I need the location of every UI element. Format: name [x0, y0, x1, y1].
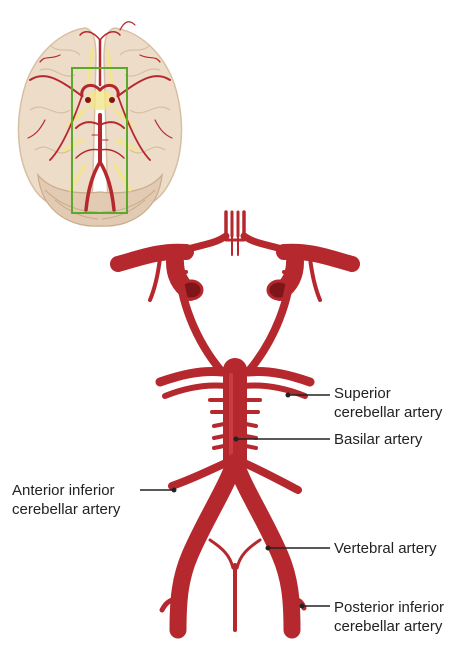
thumbnail-arteries: [27, 21, 173, 212]
brain-thumbnail: [17, 21, 183, 227]
label-line: Superior: [334, 385, 391, 402]
label-line: Posterior inferior: [334, 599, 445, 616]
leader-lines: [140, 394, 330, 607]
right-hemisphere: [103, 27, 183, 212]
label-line: cerebellar artery: [334, 404, 443, 421]
label-basilar-artery: Basilar artery: [334, 430, 422, 449]
vertebral-arteries: [169, 453, 301, 639]
dot-basilar: [233, 436, 239, 442]
dot-vertebral: [265, 545, 271, 551]
label-line: cerebellar artery: [334, 618, 443, 635]
label-anterior-inferior-cerebellar-artery: Anterior inferior cerebellar artery: [12, 481, 120, 519]
leader-dots: [171, 392, 305, 609]
thumb-carotid-right: [109, 97, 115, 103]
label-superior-cerebellar-artery: Superior cerebellar artery: [334, 384, 442, 422]
label-line: Anterior inferior: [12, 482, 115, 499]
anterior-inferior-cerebellar-arteries: [168, 458, 302, 494]
anterior-cerebral-arteries: [181, 210, 289, 256]
label-line: Basilar artery: [334, 431, 423, 448]
label-posterior-inferior-cerebellar-artery: Posterior inferior cerebellar artery: [334, 598, 444, 636]
dot-pica: [299, 603, 305, 609]
posterior-cerebral-arteries: [155, 367, 315, 387]
dot-aica: [171, 487, 177, 493]
label-vertebral-artery: Vertebral artery: [334, 539, 437, 558]
left-hemisphere: [17, 27, 97, 212]
label-line: cerebellar artery: [12, 501, 121, 518]
thumb-carotid-left: [85, 97, 91, 103]
posterior-communicating-arteries: [174, 258, 296, 376]
superior-cerebellar-arteries: [162, 382, 308, 399]
dot-superior-cerebellar: [285, 392, 291, 398]
pontine-branches: [208, 398, 262, 450]
anterior-spinal-artery: [208, 538, 262, 632]
highlight-box: [71, 67, 128, 214]
artery-illustration: [110, 210, 360, 639]
middle-cerebral-arteries: [110, 243, 360, 272]
cerebellum: [37, 173, 163, 227]
internal-carotid-arteries: [166, 253, 304, 301]
label-line: Vertebral artery: [334, 540, 437, 557]
optic-chiasm: [86, 90, 114, 110]
